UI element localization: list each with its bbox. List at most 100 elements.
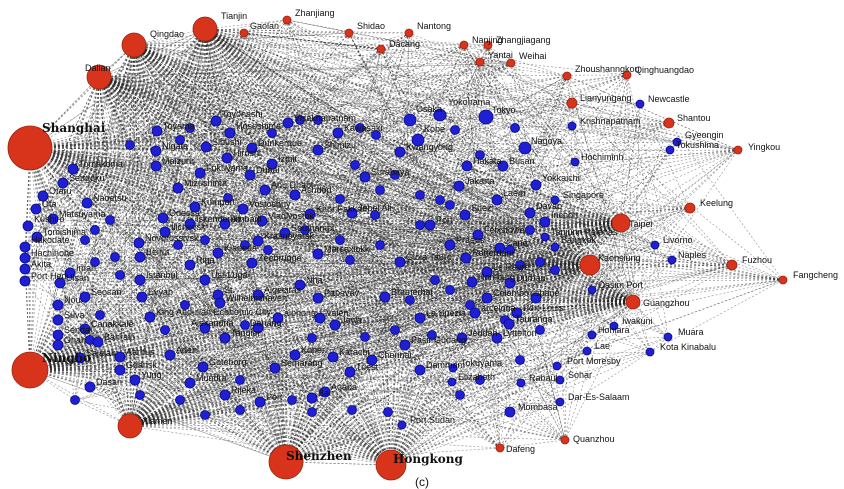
edge [119,222,622,371]
port-node-kawasaki [332,127,344,139]
port-label-izmit: Izmit [278,154,297,164]
edge [408,32,453,383]
edge [204,28,441,201]
edge [94,28,206,263]
port-node-busan [497,160,509,172]
edge [461,75,568,339]
edge [574,161,634,303]
port-node-canakkale [79,323,91,335]
edge [114,28,206,258]
edge [133,44,251,176]
port-node-shidao [344,28,354,38]
edge [98,76,431,226]
port-node [535,325,545,335]
edge [277,32,350,319]
edge [251,147,311,215]
port-label-visakha: Visakhapatnam [294,113,356,123]
port-label-hochiminh: Hochiminh [581,152,624,162]
port-label-gyeongin: Gyeongin [685,130,724,140]
edge [29,147,269,251]
port-label-mundra: Mundra [196,373,227,383]
edge [390,165,468,466]
port-node [335,235,345,245]
port-label-dubai: Dubai [256,165,280,175]
port-node-zeebrugge [246,257,258,269]
port-node-izmit [266,158,278,170]
edge [194,61,481,208]
edge [98,76,501,449]
port-node-evyap [136,291,148,303]
port-label-shenzhen: Shenzhen [286,449,352,463]
edge [139,264,733,281]
port-node-sendai [52,329,64,341]
edge [129,279,784,427]
port-node-tangier [219,332,231,344]
edge [57,32,245,336]
edge [485,116,566,441]
edge [133,44,141,281]
edge [348,32,566,441]
edge [461,301,634,339]
edge [177,48,382,189]
edge [27,44,135,227]
edge [274,122,670,369]
edge [177,187,566,441]
port-node-taipei [611,213,631,233]
edge [29,147,353,214]
edge [98,76,566,441]
port-label-akita: Akita [31,259,51,269]
edge [571,102,591,266]
edge [257,327,276,369]
port-label-fukuyama: Fukuyama [206,163,248,173]
port-label-sengoku: Sengoku [69,173,105,183]
edge [613,222,622,327]
edge [317,253,784,281]
port-node-semarang [269,362,281,374]
edge [79,357,287,463]
port-node-ningbo [11,351,49,389]
edge [189,264,733,384]
edge [264,189,386,298]
edge [138,32,245,244]
edge [589,149,739,266]
edge [559,222,622,403]
port-node-rabaul [516,378,526,388]
edge [24,76,100,259]
edge [29,147,273,165]
edge [98,76,454,369]
port-node-gioia [394,256,406,268]
edge [155,165,392,466]
edge [141,122,670,298]
edge [133,44,406,346]
edge [59,282,634,303]
edge [29,147,436,281]
port-node-iman [64,267,76,279]
edge [57,76,100,321]
edge [620,149,739,224]
edge [419,44,489,319]
edge [535,74,628,299]
edge [177,28,206,246]
port-node [240,320,250,330]
edge [239,264,591,411]
edge [204,28,468,167]
edge [311,44,489,399]
edge [98,76,179,246]
edge [29,279,206,371]
edge [129,382,522,427]
port-node-onahi [52,339,64,351]
edge [133,44,453,383]
edge [52,218,131,427]
edge [451,75,568,383]
edge [24,257,287,463]
edge [458,185,634,303]
port-node-shanghai [7,125,53,171]
edge [409,299,634,303]
edge [461,337,566,441]
edge [189,127,622,224]
edge [57,319,287,463]
edge [311,222,622,399]
port-label-haiphong: aiphong [284,308,316,318]
port-node-qasim [587,285,597,295]
